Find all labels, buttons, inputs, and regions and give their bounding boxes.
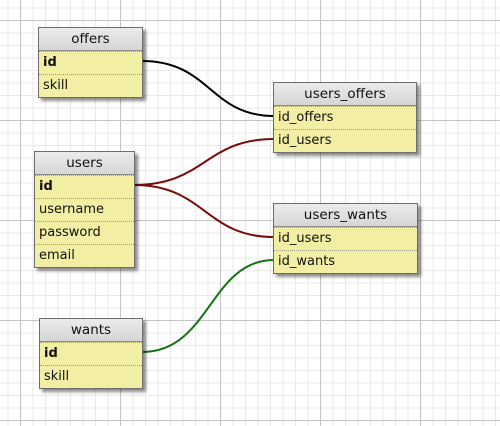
field-id-users[interactable]: id_users — [274, 227, 417, 250]
field-id[interactable]: id — [40, 342, 142, 365]
field-skill[interactable]: skill — [40, 365, 142, 388]
field-id[interactable]: id — [39, 51, 142, 74]
table-users-wants[interactable]: users_wants id_users id_wants — [273, 203, 418, 274]
field-skill[interactable]: skill — [39, 74, 142, 97]
field-id-offers[interactable]: id_offers — [274, 106, 416, 129]
field-id-users[interactable]: id_users — [274, 129, 416, 152]
field-username[interactable]: username — [35, 198, 134, 221]
field-email[interactable]: email — [35, 244, 134, 267]
table-users-offers[interactable]: users_offers id_offers id_users — [273, 82, 417, 153]
table-users[interactable]: users id username password email — [34, 151, 135, 268]
table-title: wants — [40, 319, 142, 342]
relation-offers-users-offers[interactable] — [141, 60, 275, 117]
field-id-wants[interactable]: id_wants — [274, 250, 417, 273]
relation-wants-users-wants[interactable] — [141, 259, 275, 353]
table-title: offers — [39, 28, 142, 51]
relation-users-users-wants[interactable] — [133, 184, 275, 238]
field-password[interactable]: password — [35, 221, 134, 244]
relation-users-users-offers[interactable] — [133, 138, 275, 186]
table-wants[interactable]: wants id skill — [39, 318, 143, 389]
table-offers[interactable]: offers id skill — [38, 27, 143, 98]
field-id[interactable]: id — [35, 175, 134, 198]
table-title: users_offers — [274, 83, 416, 106]
table-title: users_wants — [274, 204, 417, 227]
table-title: users — [35, 152, 134, 175]
